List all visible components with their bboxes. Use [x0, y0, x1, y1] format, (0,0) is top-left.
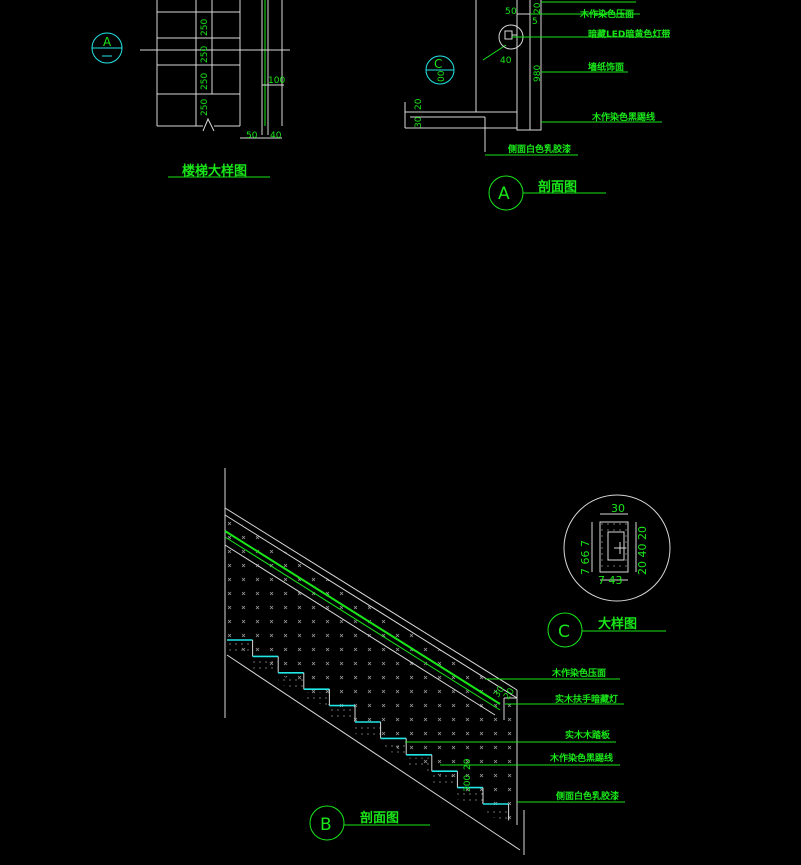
label-b-wood-cap: 木作染色压面 — [551, 667, 606, 679]
dim-250-2: 250 — [200, 46, 210, 63]
dim-left-20: 20 — [414, 98, 424, 110]
dim-250-4: 250 — [200, 99, 210, 116]
detail-c-title: 大样图 — [598, 616, 637, 632]
dim-bottom-50: 50 — [246, 131, 258, 141]
detail-c-marker-letter: C — [558, 622, 570, 642]
label-b-skirting: 木作染色黑踢线 — [549, 752, 613, 764]
dim-top-small: 5 — [532, 17, 538, 27]
stair-detail-title: 楼梯大样图 — [182, 163, 247, 179]
section-a-title: 剖面图 — [538, 179, 577, 195]
stair-steps — [227, 639, 510, 821]
label-skirting: 木作染色黑踢线 — [591, 111, 655, 123]
section-b-leaders — [405, 678, 625, 803]
step-concrete — [278, 675, 304, 690]
step-concrete — [355, 725, 381, 739]
dim-250-3: 250 — [200, 73, 210, 90]
section-b-title: 剖面图 — [360, 810, 399, 826]
label-b-handrail-light: 实木扶手暗藏灯 — [555, 693, 618, 705]
dim-top-20: 20 — [533, 2, 543, 14]
detail-c-drawing — [563, 494, 671, 602]
dim-40: 40 — [500, 56, 512, 66]
dim-right: 100 — [268, 76, 285, 86]
dim-250-1: 250 — [200, 19, 210, 36]
step-concrete — [329, 708, 355, 722]
step-concrete — [431, 774, 458, 788]
step-concrete — [483, 807, 509, 821]
section-b-drawing — [224, 468, 525, 855]
detail-c-letter: C — [434, 57, 442, 71]
step-dim-20: 20 — [463, 758, 473, 770]
dim-980: 980 — [533, 65, 543, 82]
label-wood-cap: 木作染色压面 — [579, 8, 634, 20]
detail-marker-c — [547, 612, 666, 648]
dim-top-0: 0 — [511, 7, 517, 17]
label-led-strip: 暗藏LED暗黄色灯带 — [588, 28, 670, 40]
dim-top-5: 5 — [505, 7, 511, 17]
marker-a-letter: A — [103, 35, 112, 49]
label-b-tread: 实木木踏板 — [565, 729, 611, 741]
dim-bottom-40: 40 — [270, 131, 282, 141]
section-b-letter: B — [320, 815, 332, 835]
step-concrete — [380, 741, 407, 755]
step-dim-300: 300 — [463, 775, 473, 792]
stair-detail-drawing — [140, 0, 290, 139]
step-concrete — [252, 659, 279, 673]
section-marker-a-top-left — [91, 32, 123, 64]
section-a-letter: A — [498, 184, 510, 204]
step-concrete — [406, 757, 432, 772]
section-a-leaders — [485, 1, 670, 156]
step-concrete — [303, 692, 330, 706]
detail-dim-top: 30 — [611, 502, 625, 515]
label-latex-paint: 侧面白色乳胶漆 — [508, 143, 571, 155]
section-marker-b — [309, 805, 430, 841]
section-a-drawing — [404, 0, 542, 152]
section-marker-a — [488, 175, 606, 211]
detail-c-sub: 00 — [437, 70, 447, 82]
detail-dim-right: 20 40 20 — [636, 526, 649, 575]
detail-dim-left: 7 66 7 — [579, 540, 592, 575]
label-wallpaper: 墙纸饰面 — [588, 61, 624, 73]
step-concrete — [457, 790, 483, 804]
dim-left-30: 30 — [414, 116, 424, 128]
detail-dim-bottom: 7 43 — [598, 574, 623, 587]
label-b-latex-paint: 侧面白色乳胶漆 — [556, 790, 619, 802]
step-concrete — [227, 643, 253, 657]
